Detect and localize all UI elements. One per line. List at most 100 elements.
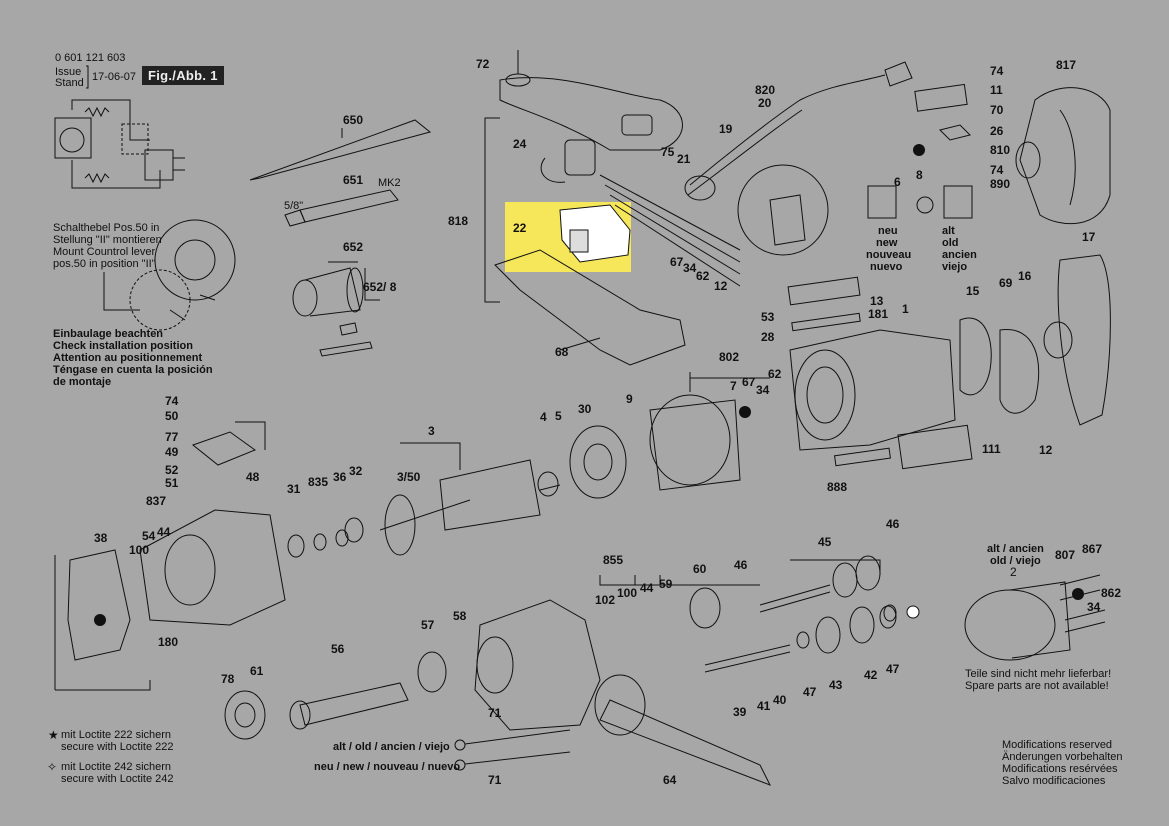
part-number-label: 17 xyxy=(1082,230,1096,244)
part-number-label: 75 xyxy=(661,145,675,159)
part-number-label: 21 xyxy=(677,152,691,166)
part-number-label: 181 xyxy=(868,307,889,321)
part-number-label: 837 xyxy=(146,494,167,508)
part-number-label: 8 xyxy=(916,168,923,182)
part-number-label: 40 xyxy=(773,693,787,707)
part-number-label: 28 xyxy=(761,330,775,344)
brush-old-label: old xyxy=(942,237,959,249)
old-row-label: alt / old / ancien / viejo xyxy=(333,741,450,753)
part-number-label: 890 xyxy=(990,177,1011,191)
part-number-label: 867 xyxy=(1082,542,1103,556)
part-number-label: 888 xyxy=(827,480,848,494)
part-number-label: 180 xyxy=(158,635,179,649)
install-note-line: Check installation position xyxy=(53,340,193,352)
install-note-line: Einbaulage beachten xyxy=(53,328,164,340)
inset-title: alt / ancien xyxy=(987,543,1044,555)
part-number-label: 5 xyxy=(555,409,562,423)
part-number-label: 835 xyxy=(308,475,329,489)
part-number-label: 42 xyxy=(864,668,878,682)
part-number-label: 6 xyxy=(894,175,901,189)
brush-old-label: alt xyxy=(942,225,955,237)
part-number-label: 68 xyxy=(555,345,569,359)
part-number-label: 62 xyxy=(696,269,710,283)
part-number-label: 651 xyxy=(343,173,364,187)
part-number-label: 36 xyxy=(333,470,347,484)
legend-line: secure with Loctite 222 xyxy=(61,741,174,753)
part-number-label: 24 xyxy=(513,137,527,151)
part-number-label: 4 xyxy=(540,410,547,424)
part-number-label: 44 xyxy=(640,581,654,595)
part-number-label: 100 xyxy=(129,543,150,557)
part-number-label: 34 xyxy=(1087,600,1101,614)
part-number-label: 818 xyxy=(448,214,469,228)
schematic-note-line: pos.50 in position "II" xyxy=(53,258,156,270)
part-number-label: 47 xyxy=(886,662,900,676)
part-number-label: 650 xyxy=(343,113,364,127)
part-number-label: 30 xyxy=(578,402,592,416)
part-number-label: 1 xyxy=(902,302,909,316)
part-number-label: 46 xyxy=(734,558,748,572)
part-number-label: 71 xyxy=(488,773,502,787)
brush-new-label: neu xyxy=(878,225,898,237)
modifications-line: Modifications resérvées xyxy=(1002,763,1118,775)
part-number: 0 601 121 603 xyxy=(55,52,126,64)
figure-tag: Fig./Abb. 1 xyxy=(142,66,224,85)
part-number-label: 54 xyxy=(142,529,156,543)
part-number-label: 45 xyxy=(818,535,832,549)
brush-old-label: ancien xyxy=(942,249,977,261)
part-number-label: 31 xyxy=(287,482,301,496)
part-number-label: 111 xyxy=(982,442,1001,456)
legend-line: mit Loctite 222 sichern xyxy=(61,729,172,741)
issue-label: Issue xyxy=(55,66,82,78)
part-number-label: 20 xyxy=(758,96,772,110)
part-number-label: 11 xyxy=(990,83,1003,97)
part-number-label: 34 xyxy=(683,261,697,275)
part-number-label: 100 xyxy=(617,586,638,600)
part-number-label: 13 xyxy=(870,294,884,308)
part-number-label: 32 xyxy=(349,464,363,478)
part-number-label: 16 xyxy=(1018,269,1032,283)
part-number-label: 62 xyxy=(768,367,782,381)
part-number-label: 48 xyxy=(246,470,260,484)
part-number-label: 43 xyxy=(829,678,843,692)
inset-number: 2 xyxy=(1010,565,1017,579)
part-number-label: 72 xyxy=(476,57,490,71)
part-number-label: 53 xyxy=(761,310,775,324)
part-number-label: 70 xyxy=(990,103,1004,117)
part-number-label: 3/50 xyxy=(397,470,421,484)
part-number-label: 59 xyxy=(659,577,673,591)
part-number-label: 67 xyxy=(742,375,756,389)
brush-new-label: nuevo xyxy=(870,261,903,273)
part-number-label: 74 xyxy=(165,394,179,408)
inset-title: old / viejo xyxy=(990,555,1041,567)
part-number-label: 69 xyxy=(999,276,1013,290)
part-number-label: 50 xyxy=(165,409,179,423)
install-note-line: de montaje xyxy=(53,376,112,388)
inset-note: Teile sind nicht mehr lieferbar! xyxy=(965,668,1112,680)
part-number-label: 74 xyxy=(990,64,1004,78)
part-number-label: 56 xyxy=(331,642,345,656)
part-number-label: 47 xyxy=(803,685,817,699)
install-note-line: Attention au positionnement xyxy=(53,352,203,364)
part-number-label: 3 xyxy=(428,424,435,438)
part-number-label: 820 xyxy=(755,83,776,97)
new-row-label: neu / new / nouveau / nuevo xyxy=(314,761,461,773)
legend-line: secure with Loctite 242 xyxy=(61,773,174,785)
stand-label: Stand xyxy=(55,77,84,89)
inset-note: Spare parts are not available! xyxy=(965,680,1109,692)
part-number-label: 41 xyxy=(757,699,771,713)
part-number-label: 49 xyxy=(165,445,179,459)
part-number-label: 58 xyxy=(453,609,467,623)
brush-new-label: nouveau xyxy=(866,249,912,261)
part-number-label: 71 xyxy=(488,706,502,720)
part-number-label: 77 xyxy=(165,430,179,444)
part-number-label: 15 xyxy=(966,284,980,298)
part-number-label: 39 xyxy=(733,705,747,719)
loctite-222-icon: ★ xyxy=(48,728,59,742)
part-number-label: 52 xyxy=(165,463,179,477)
part-number-label: 67 xyxy=(670,255,684,269)
part-number-label: 51 xyxy=(165,476,179,490)
part-number-label: 78 xyxy=(221,672,235,686)
part-number-label: 64 xyxy=(663,773,677,787)
